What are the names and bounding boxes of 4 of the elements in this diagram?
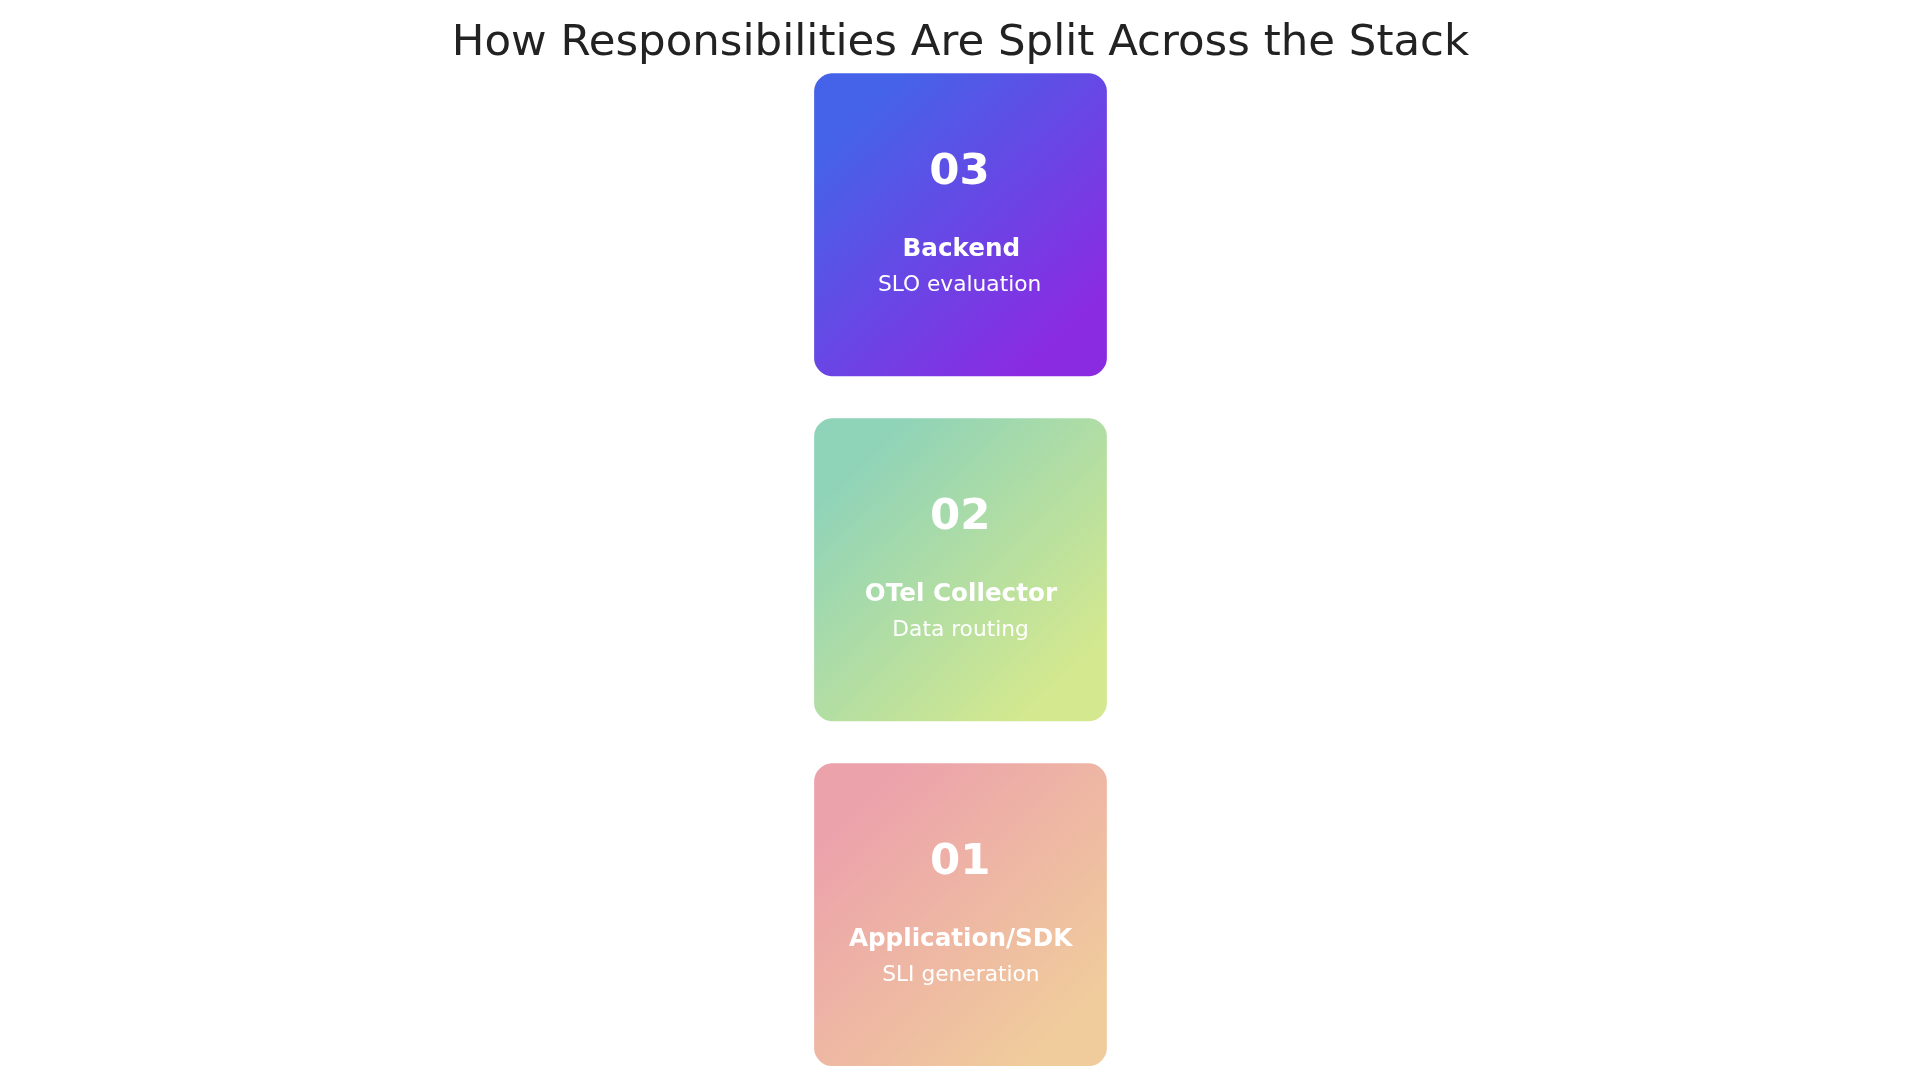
node-box: 01 Application/SDK SLI generation	[813, 763, 1107, 1067]
node-box: 03 Backend SLO evaluation	[813, 73, 1107, 377]
diagram-title: How Responsibilities Are Split Across the Stack	[451, 14, 1469, 65]
node-box: 02 OTel Collector Data routing	[813, 418, 1107, 722]
